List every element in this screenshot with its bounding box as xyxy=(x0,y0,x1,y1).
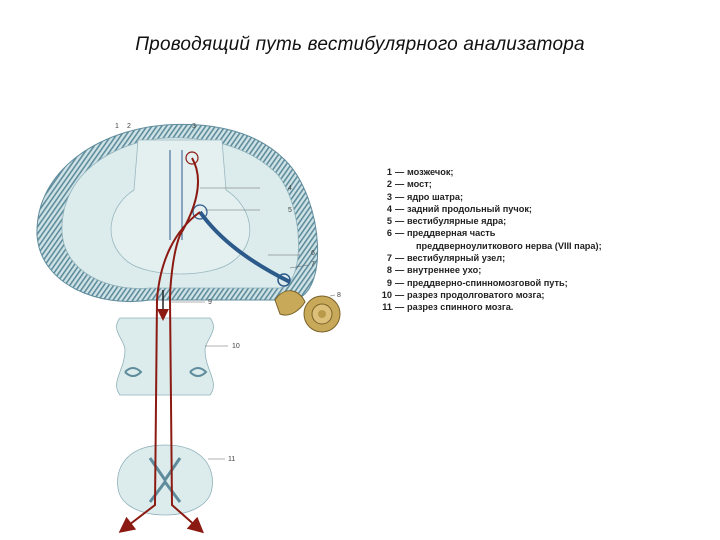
legend-dash: — xyxy=(395,179,405,190)
legend-dash: — xyxy=(395,167,405,177)
legend-item: 9—преддверно-спинномозговой путь; xyxy=(380,277,680,289)
diagram-label-5: 5 xyxy=(288,207,292,214)
vestibular-ganglion xyxy=(277,273,291,287)
vestibulospinal-tract-left xyxy=(118,211,201,533)
legend-dash: — xyxy=(395,216,405,227)
legend-text: мост; xyxy=(407,179,432,190)
vestibulospinal-tract-right xyxy=(168,157,204,534)
legend-item: 7—вестибулярный узел; xyxy=(380,252,680,264)
diagram-label-2: 2 xyxy=(127,123,131,130)
legend-item: 11—разрез спинного мозга. xyxy=(380,301,680,313)
legend-dash: — xyxy=(395,228,405,239)
diagram-label-3: 3 xyxy=(192,123,196,130)
pons xyxy=(110,139,251,275)
page-title: Проводящий путь вестибулярного анализато… xyxy=(135,34,585,55)
posterior-longitudinal-fasciculus xyxy=(169,150,183,240)
legend-text: вестибулярные ядра; xyxy=(407,216,507,227)
legend-number: 3 xyxy=(386,191,392,202)
legend-dash: — xyxy=(395,265,405,276)
legend-dash: — xyxy=(395,302,405,313)
legend-text: разрез продолговатого мозга; xyxy=(407,289,545,300)
diagram-label-4: 4 xyxy=(288,185,292,192)
legend-number: 10 xyxy=(381,289,392,300)
legend-text: вестибулярный узел; xyxy=(407,253,506,264)
legend-number: 2 xyxy=(386,179,392,190)
diagram-label-1: 1 xyxy=(115,123,119,130)
legend-text: преддверно-спинномозговой путь; xyxy=(407,277,568,288)
legend: 1—мозжечок;2—мост;3—ядро шатра;4—задний … xyxy=(380,166,680,314)
legend-item: 10—разрез продолговатого мозга; xyxy=(380,289,680,301)
diagram-label-8: 8 xyxy=(337,292,341,299)
vestibular-nerve xyxy=(198,210,291,284)
legend-number: 4 xyxy=(386,203,392,214)
legend-item: 3—ядро шатра; xyxy=(380,191,680,203)
fastigial-nucleus xyxy=(185,151,199,165)
legend-dash: — xyxy=(395,191,405,202)
diagram-label-9: 9 xyxy=(208,299,212,306)
legend-text: преддверная часть xyxy=(407,228,496,239)
legend-text-continuation: преддверноулиткового нерва (VIII пара); xyxy=(416,240,602,251)
legend-item: 8—внутреннее ухо; xyxy=(380,264,680,276)
legend-item: 2—мост; xyxy=(380,178,680,190)
legend-text: мозжечок; xyxy=(407,167,454,177)
inner-ear xyxy=(274,290,341,333)
vestibular-nuclei xyxy=(192,204,208,220)
legend-text: ядро шатра; xyxy=(407,191,464,202)
legend-dash: — xyxy=(395,289,405,300)
legend-number: 11 xyxy=(382,302,392,313)
legend-item: 6—преддверная часть xyxy=(380,227,680,239)
legend-dash: — xyxy=(395,253,405,264)
diagram-label-11: 11 xyxy=(228,456,235,463)
legend-number: 1 xyxy=(386,167,392,177)
legend-item: 1—мозжечок; xyxy=(380,166,680,178)
legend-text: задний продольный пучок; xyxy=(407,203,532,214)
diagram-label-6: 6 xyxy=(311,250,315,257)
legend-text: внутреннее ухо; xyxy=(407,265,482,276)
legend-number: 6 xyxy=(386,228,392,239)
medulla-section xyxy=(116,317,214,396)
legend-number: 5 xyxy=(386,216,392,227)
diagram-label-7: 7 xyxy=(311,261,315,268)
legend-item: 5—вестибулярные ядра; xyxy=(380,215,680,227)
legend-text: разрез спинного мозга. xyxy=(407,302,514,313)
legend-dash: — xyxy=(395,203,405,214)
legend-item: 4—задний продольный пучок; xyxy=(380,203,680,215)
legend-number: 8 xyxy=(386,265,392,276)
diagram-label-10: 10 xyxy=(232,343,240,350)
legend-dash: — xyxy=(395,277,405,288)
legend-number: 9 xyxy=(386,277,392,288)
spinal-cord-section xyxy=(117,444,213,516)
legend-number: 7 xyxy=(386,253,392,264)
